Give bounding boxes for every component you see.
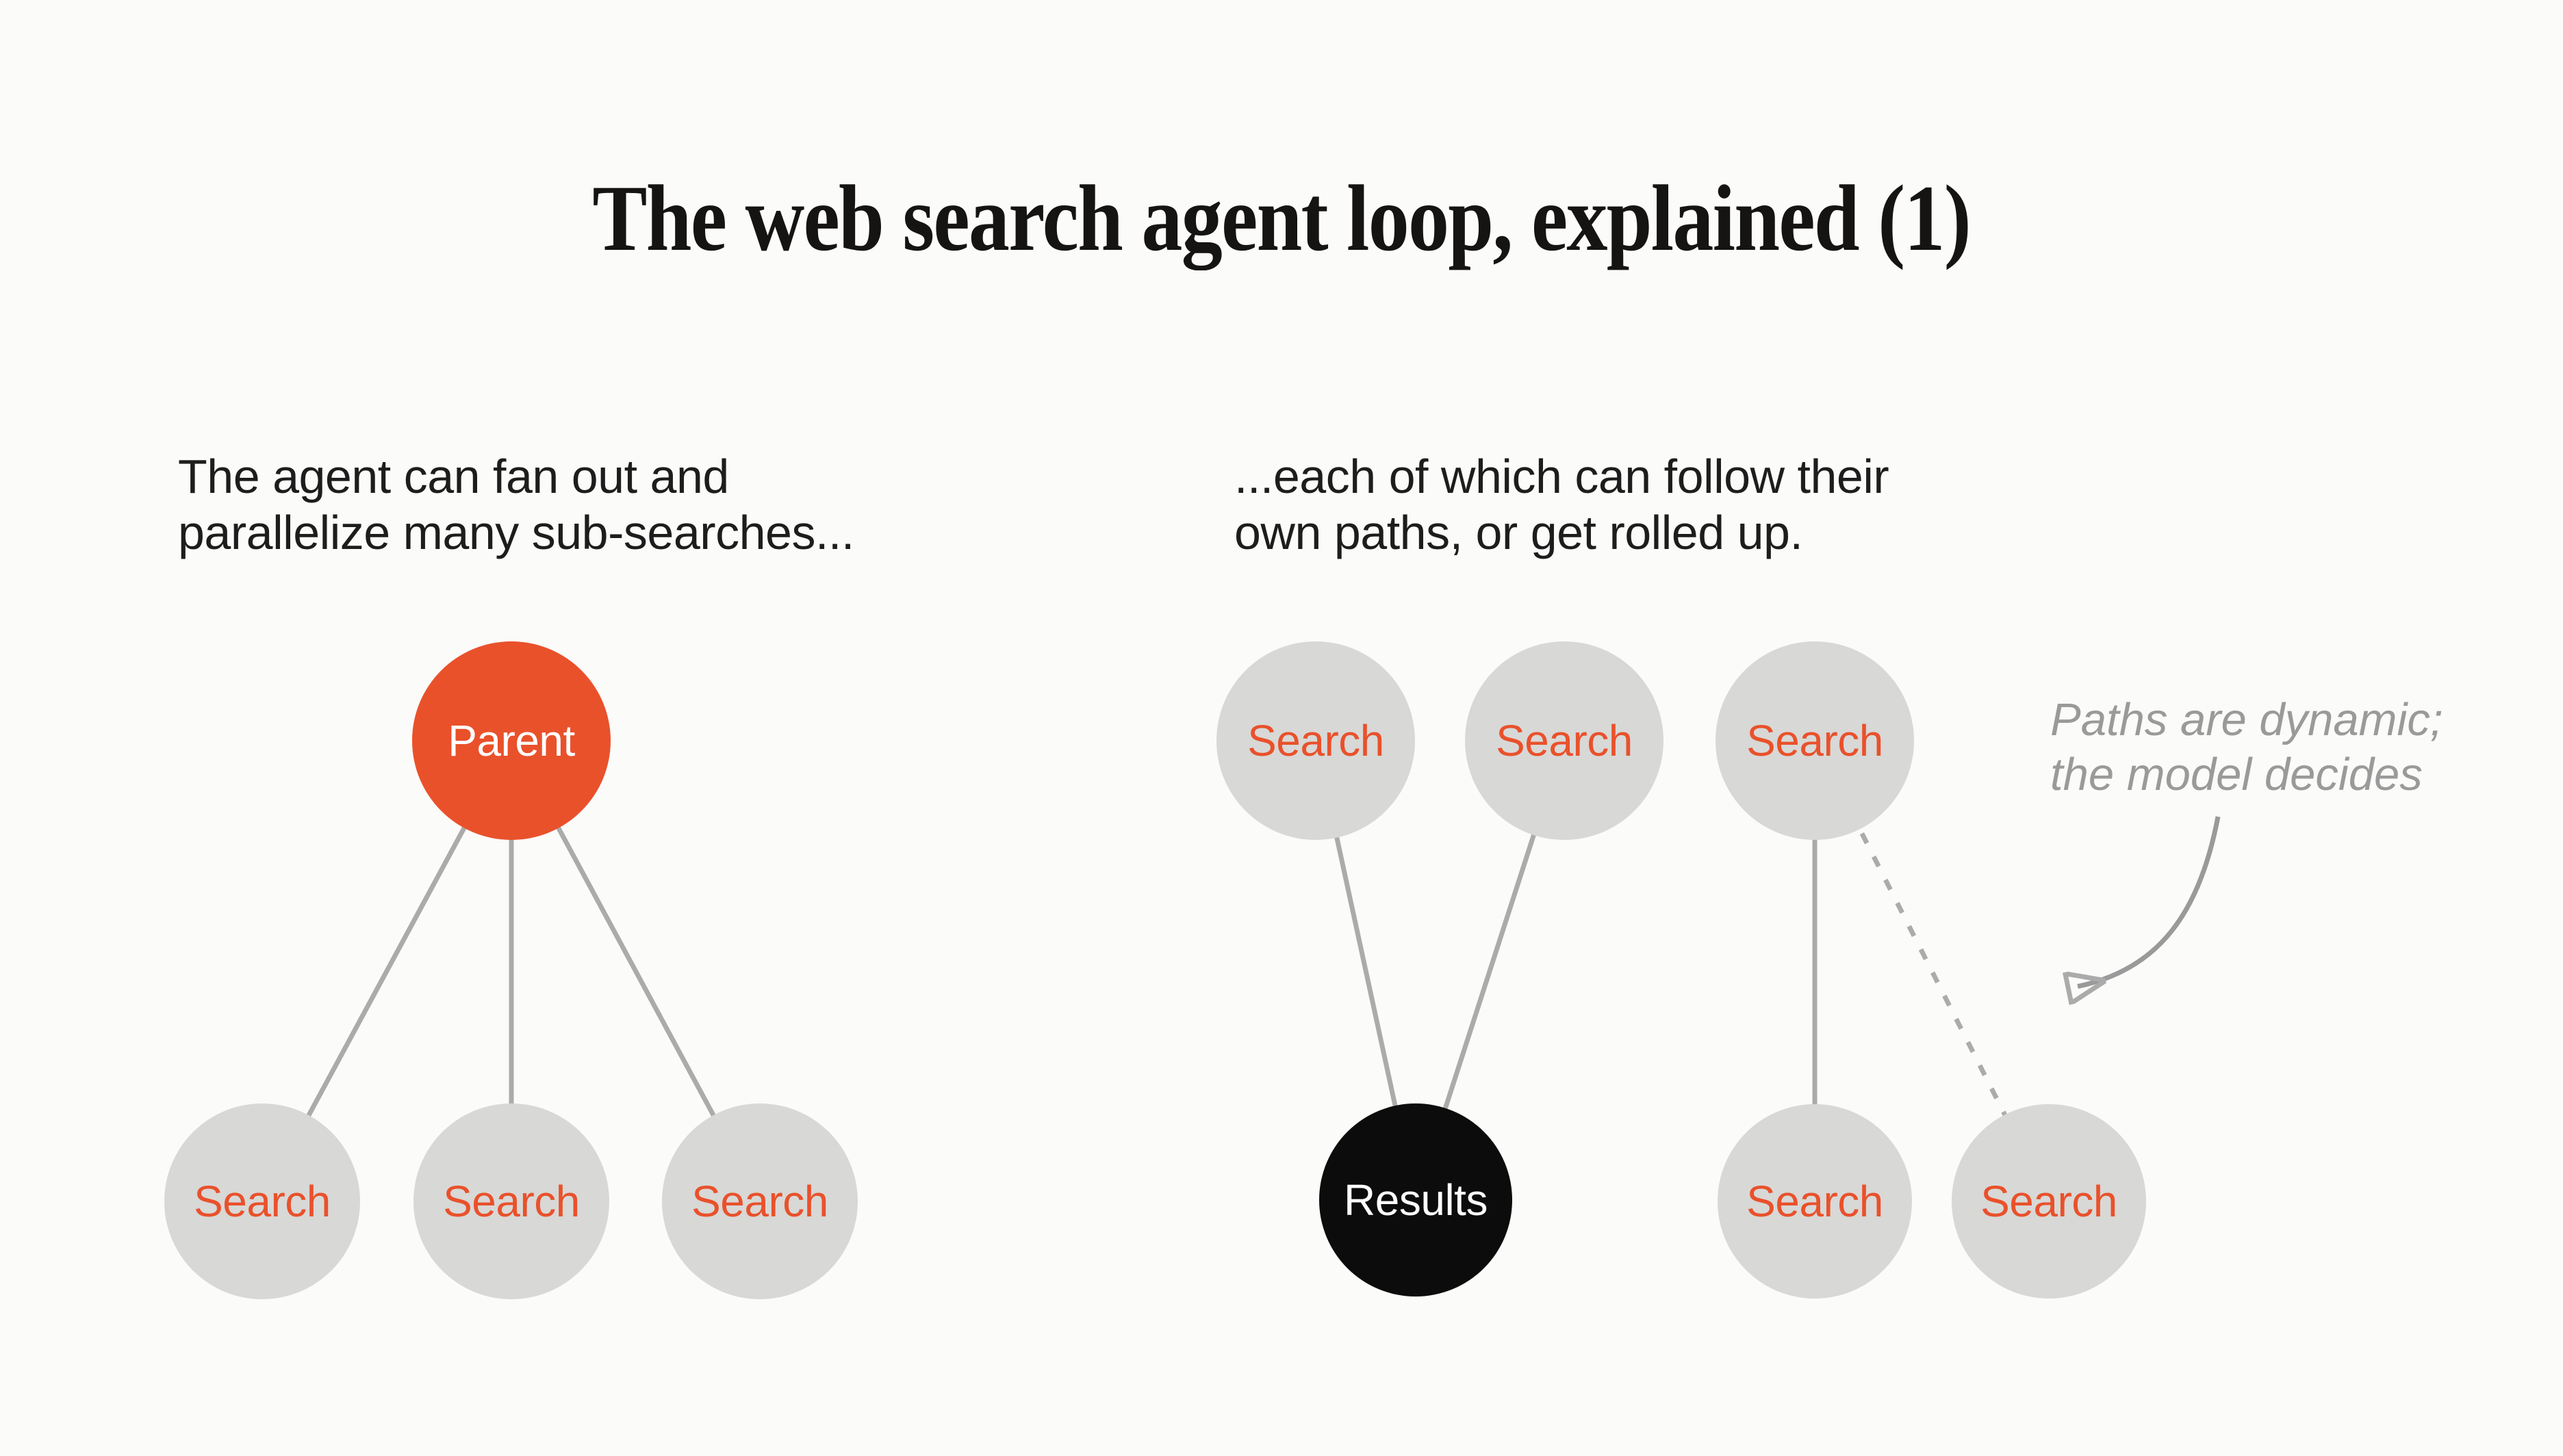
caption-line: parallelize many sub-searches... xyxy=(178,506,854,559)
node-label: Search xyxy=(1746,1177,1883,1226)
node-label: Search xyxy=(1980,1177,2117,1226)
node-sub-search-1: Search xyxy=(1718,1104,1912,1299)
caption-line: ...each of which can follow their xyxy=(1234,450,1889,503)
node-results: Results xyxy=(1319,1103,1512,1297)
node-search-right-2: Search xyxy=(1465,641,1663,840)
annotation-line: Paths are dynamic; xyxy=(2050,694,2443,745)
node-label: Search xyxy=(1247,716,1384,765)
annotation-paths-dynamic: Paths are dynamic; the model decides xyxy=(2050,693,2443,802)
node-label: Search xyxy=(691,1177,828,1226)
note-arrow xyxy=(2078,816,2221,986)
node-search-left-2: Search xyxy=(413,1103,609,1299)
node-label: Parent xyxy=(448,716,575,765)
page-title: The web search agent loop, explained (1) xyxy=(0,171,2563,266)
node-search-left-3: Search xyxy=(662,1103,858,1299)
node-search-right-1: Search xyxy=(1216,641,1415,840)
node-parent: Parent xyxy=(412,641,611,840)
caption-line: own paths, or get rolled up. xyxy=(1234,506,1803,559)
node-label: Search xyxy=(1496,716,1633,765)
node-sub-search-2: Search xyxy=(1952,1104,2146,1299)
caption-fan-out: The agent can fan out and parallelize ma… xyxy=(178,448,854,561)
node-search-left-1: Search xyxy=(164,1103,360,1299)
node-label: Results xyxy=(1344,1175,1488,1225)
node-label: Search xyxy=(443,1177,580,1226)
annotation-line: the model decides xyxy=(2050,749,2423,800)
caption-follow-paths: ...each of which can follow their own pa… xyxy=(1234,448,1889,561)
caption-line: The agent can fan out and xyxy=(178,450,729,503)
page-title-text: The web search agent loop, explained (1) xyxy=(592,166,1972,270)
node-search-right-3: Search xyxy=(1716,641,1914,840)
node-label: Search xyxy=(1746,716,1883,765)
node-label: Search xyxy=(194,1177,331,1226)
